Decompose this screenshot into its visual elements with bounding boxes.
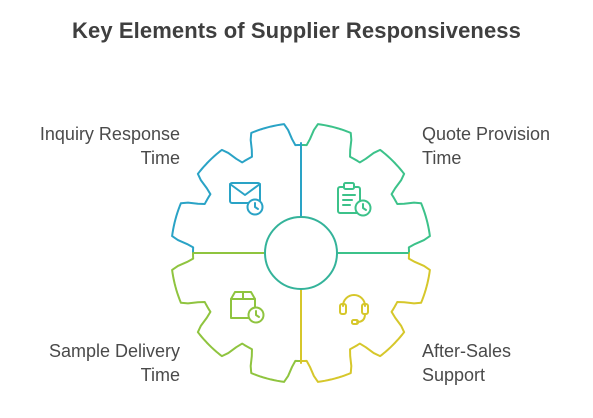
headset-icon	[339, 294, 369, 325]
label-line: Time	[422, 148, 462, 168]
label-line: Inquiry Response	[39, 124, 180, 144]
gear-quadrant-inquiry	[171, 123, 302, 254]
label-after-sales-support: After-Sales Support	[422, 339, 592, 387]
gear-quadrant-quote	[300, 123, 431, 254]
gear-quadrant-sample	[171, 252, 302, 383]
envelope-clock-icon	[229, 182, 264, 216]
center-hub	[264, 216, 338, 290]
label-quote-provision-time: Quote Provision Time	[422, 122, 592, 170]
gear-quadrant-after-sales	[300, 252, 431, 383]
label-line: After-Sales	[422, 341, 512, 361]
label-inquiry-response-time: Inquiry Response Time	[0, 122, 180, 170]
package-clock-icon	[230, 291, 265, 324]
label-line: Time	[140, 365, 180, 385]
label-sample-delivery-time: Sample Delivery Time	[0, 339, 180, 387]
document-clock-icon	[337, 182, 372, 217]
label-line: Support	[422, 365, 486, 385]
diagram-title: Key Elements of Supplier Responsiveness	[72, 18, 521, 43]
label-line: Sample Delivery	[48, 341, 180, 361]
label-line: Time	[140, 148, 180, 168]
label-line: Quote Provision	[422, 124, 551, 144]
